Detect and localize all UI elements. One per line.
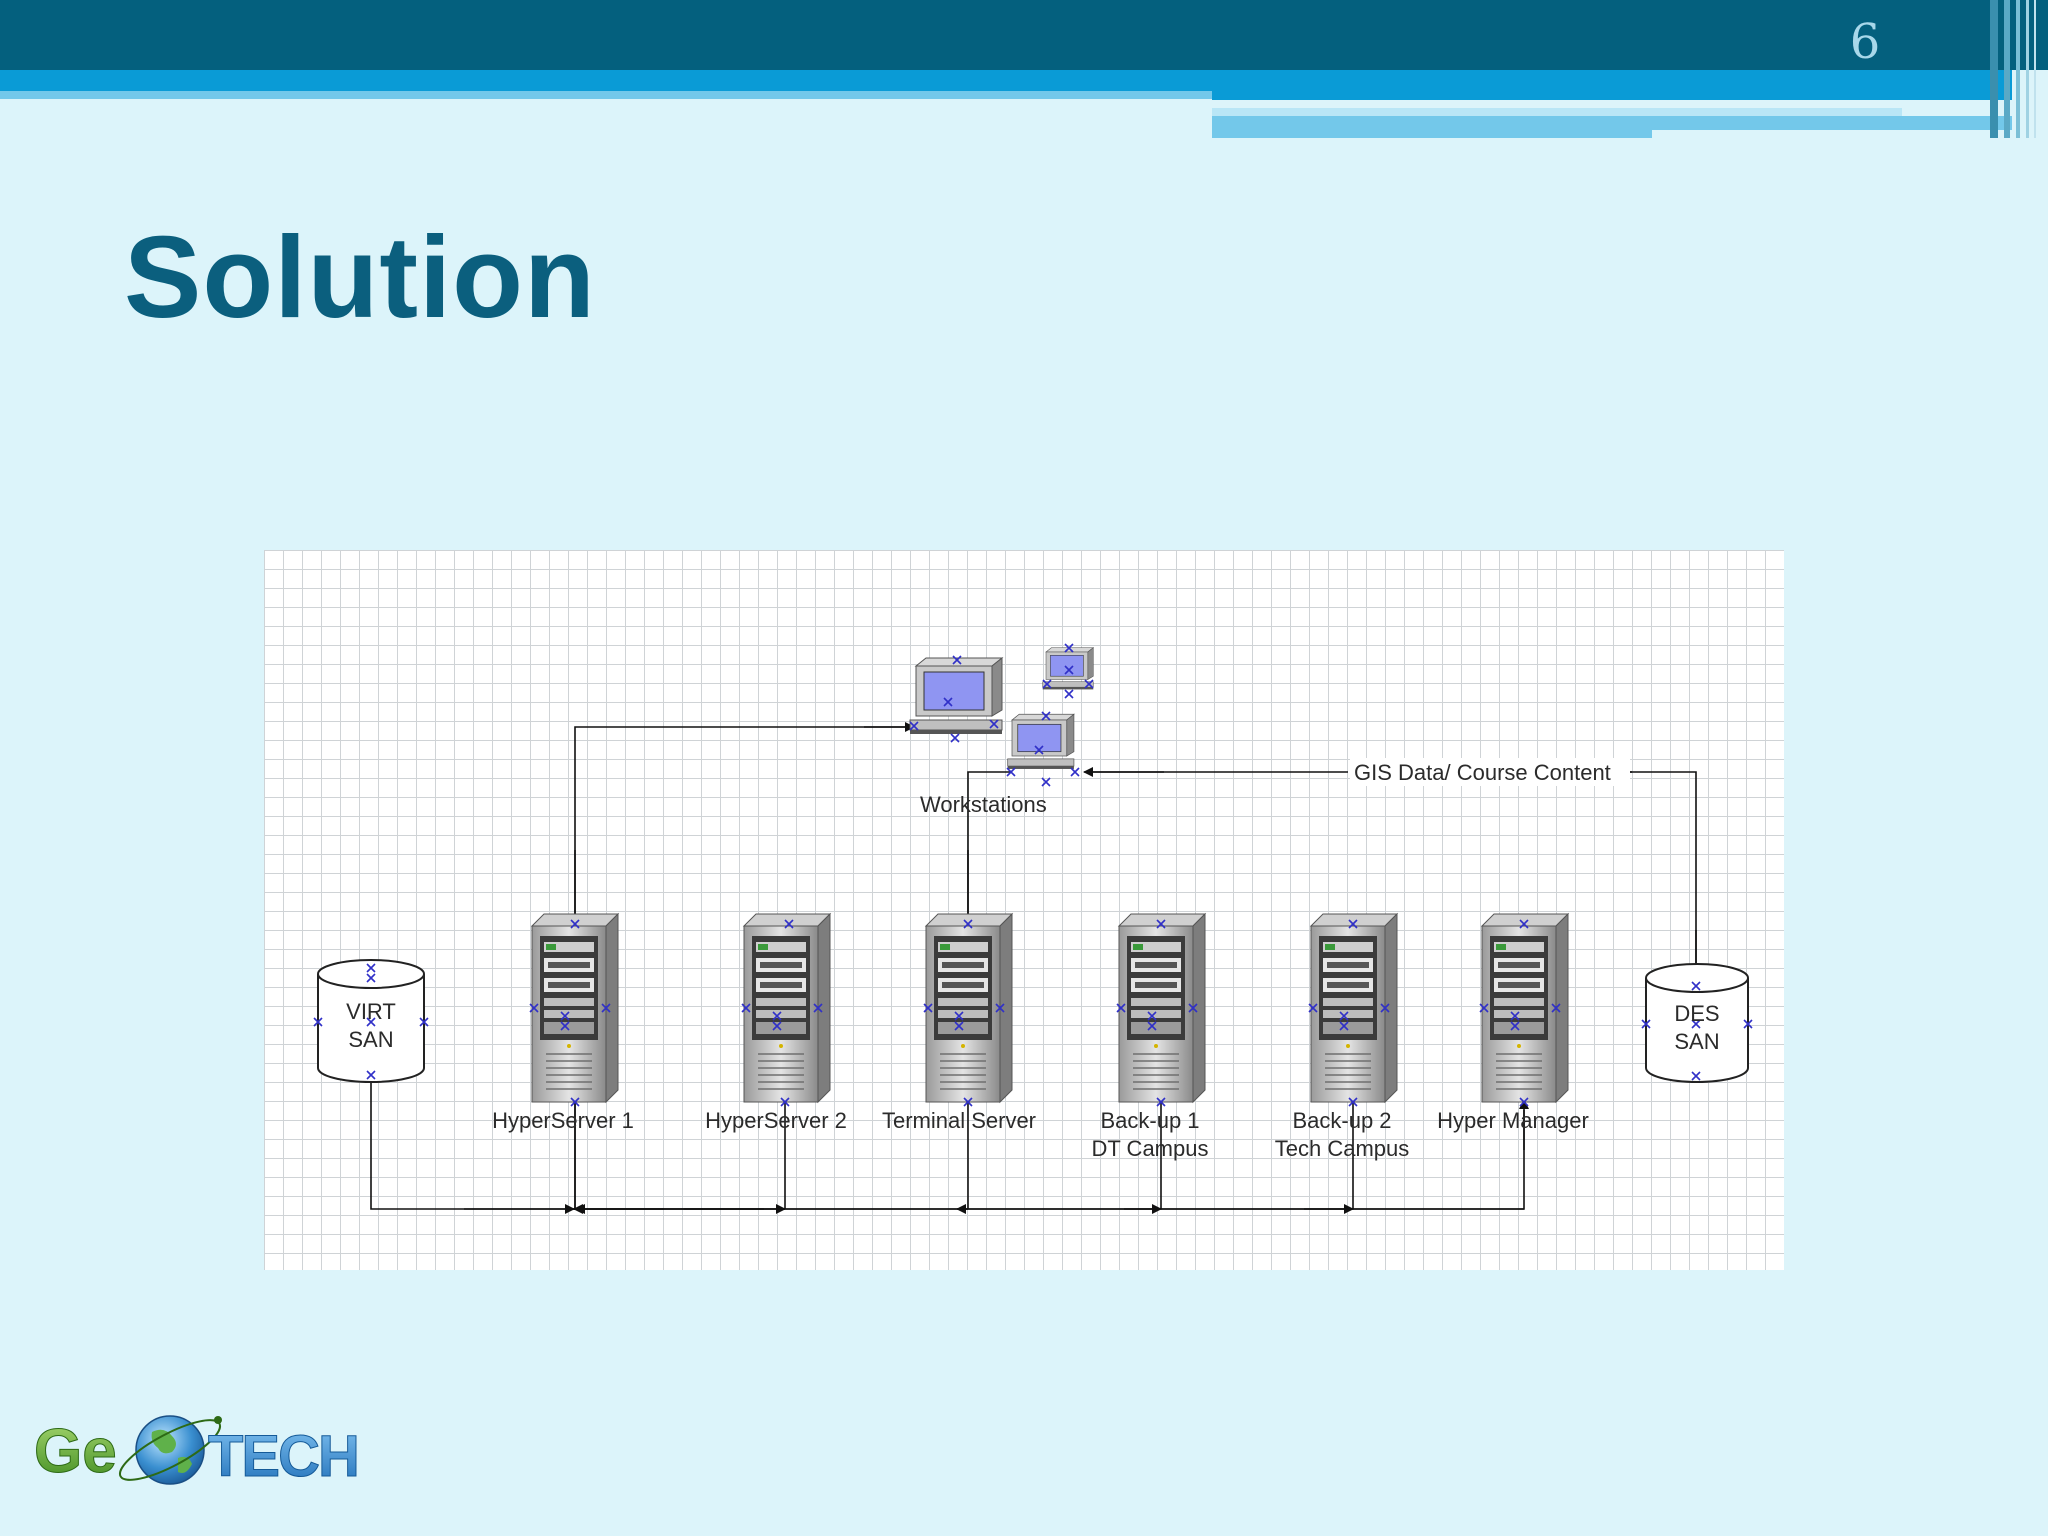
storage-label: SAN xyxy=(348,1027,393,1052)
server-label: DT Campus xyxy=(1092,1136,1209,1161)
storage-label: VIRT xyxy=(346,999,396,1024)
workstation-icon xyxy=(1007,713,1075,770)
server-label: HyperServer 1 xyxy=(492,1108,634,1133)
network-diagram: GIS Data/ Course Content Workstations VI… xyxy=(264,550,1784,1270)
storage-des-san xyxy=(1641,963,1753,1083)
server-label: Back-up 2 xyxy=(1292,1108,1391,1133)
geotech-logo: Ge TECH xyxy=(32,1392,412,1504)
workstation-icon xyxy=(909,657,1003,735)
server-label: Back-up 1 xyxy=(1100,1108,1199,1133)
page-number: 6 xyxy=(1849,14,1881,70)
storage-virt-san xyxy=(313,959,429,1083)
storage-label: DES xyxy=(1674,1001,1719,1026)
globe-icon xyxy=(118,1415,222,1485)
logo-text: TECH xyxy=(208,1424,358,1489)
workstations-label: Workstations xyxy=(920,792,1047,817)
server-label: Hyper Manager xyxy=(1437,1108,1589,1133)
server-label: Terminal Server xyxy=(882,1108,1036,1133)
slide-title: Solution xyxy=(124,212,596,342)
server-label: HyperServer 2 xyxy=(705,1108,847,1133)
server-label: Tech Campus xyxy=(1275,1136,1410,1161)
flow-label: GIS Data/ Course Content xyxy=(1354,760,1611,785)
logo-text: Ge xyxy=(34,1417,117,1486)
storage-label: SAN xyxy=(1674,1029,1719,1054)
